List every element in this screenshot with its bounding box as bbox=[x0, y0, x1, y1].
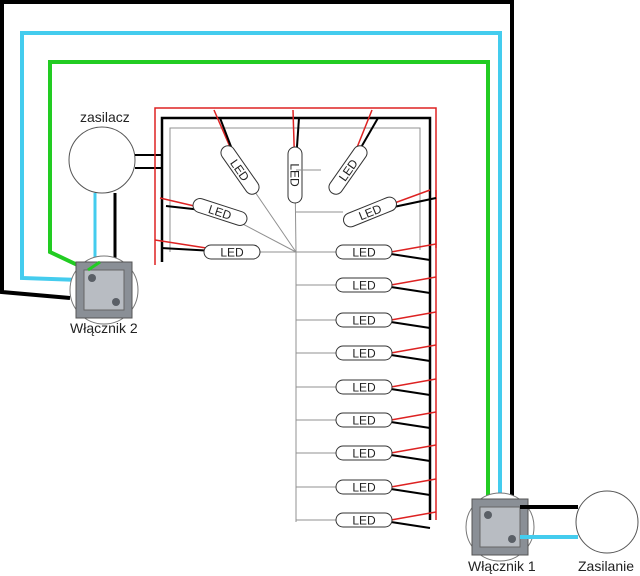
grey-frame bbox=[169, 127, 421, 252]
switch-2-screw-1 bbox=[88, 274, 96, 282]
led-body bbox=[335, 345, 393, 361]
led-wire-red bbox=[390, 411, 437, 421]
power-supply-label: zasilacz bbox=[80, 109, 130, 125]
power-supply-circle bbox=[68, 126, 136, 194]
led-body bbox=[335, 312, 393, 328]
switch-1-screw-1 bbox=[484, 511, 492, 519]
led-label: LED bbox=[352, 481, 376, 495]
led-8: LED bbox=[296, 276, 437, 294]
led-frame bbox=[154, 107, 437, 522]
led-wire-red bbox=[390, 243, 437, 253]
led-capsule: LED bbox=[343, 196, 397, 228]
led-label: LED bbox=[288, 163, 302, 187]
led-1: LED bbox=[154, 239, 296, 260]
switch-2-green-link bbox=[87, 260, 101, 272]
led-body bbox=[328, 145, 368, 195]
led-label: LED bbox=[207, 202, 234, 223]
led-wire-red bbox=[390, 311, 437, 321]
led-wire-red bbox=[390, 478, 437, 488]
switch-1[interactable]: Włącznik 1 bbox=[465, 492, 536, 574]
led-wire-black bbox=[390, 286, 431, 294]
led-body bbox=[335, 379, 393, 395]
led-9: LED bbox=[296, 311, 437, 329]
led-wire-red bbox=[390, 511, 437, 521]
led-body bbox=[335, 445, 393, 461]
led-15: LED bbox=[296, 511, 437, 529]
led-body bbox=[335, 512, 393, 528]
led-wire-black bbox=[390, 521, 431, 529]
led-body bbox=[220, 145, 260, 195]
mains-circle bbox=[575, 490, 639, 554]
led-10: LED bbox=[296, 344, 437, 362]
switch-1-screw-2 bbox=[508, 535, 516, 543]
led-capsule: LED bbox=[220, 145, 260, 195]
led-body bbox=[287, 146, 303, 204]
led-capsule: LED bbox=[203, 244, 261, 260]
led-capsule: LED bbox=[287, 146, 303, 204]
led-wire-black bbox=[390, 321, 431, 329]
led-capsule: LED bbox=[335, 345, 393, 361]
led-5: LED bbox=[296, 109, 379, 195]
switch-1-label: Włącznik 1 bbox=[468, 558, 536, 574]
led-wire-red bbox=[390, 276, 437, 286]
led-wire-black bbox=[390, 421, 431, 429]
led-wire-red bbox=[390, 378, 437, 388]
led-capsule: LED bbox=[192, 198, 248, 226]
led-7: LED bbox=[296, 243, 437, 261]
led-body bbox=[343, 196, 397, 228]
led-4: LED bbox=[287, 109, 303, 253]
led-capsule: LED bbox=[335, 479, 393, 495]
led-wire-black bbox=[390, 388, 431, 396]
led-capsule: LED bbox=[335, 445, 393, 461]
led-label: LED bbox=[352, 279, 376, 293]
switch-2-screw-2 bbox=[112, 298, 120, 306]
led-wire-black bbox=[390, 488, 431, 496]
red-frame bbox=[154, 107, 437, 265]
led-label: LED bbox=[220, 246, 244, 260]
led-body bbox=[335, 479, 393, 495]
led-body bbox=[335, 277, 393, 293]
led-capsule: LED bbox=[335, 277, 393, 293]
led-wire-red bbox=[390, 344, 437, 354]
led-body bbox=[203, 244, 261, 260]
switch-2-label: Włącznik 2 bbox=[70, 320, 138, 336]
mains-label: Zasilanie bbox=[578, 558, 634, 574]
led-label: LED bbox=[352, 414, 376, 428]
green-wire bbox=[48, 60, 490, 505]
led-wire-red bbox=[390, 444, 437, 454]
led-11: LED bbox=[296, 378, 437, 396]
led-3: LED bbox=[213, 109, 297, 253]
led-14: LED bbox=[296, 478, 437, 496]
led-body bbox=[192, 198, 248, 226]
led-capsule: LED bbox=[335, 412, 393, 428]
led-label: LED bbox=[352, 381, 376, 395]
mains-supply: Zasilanie bbox=[520, 490, 639, 574]
led-12: LED bbox=[296, 411, 437, 429]
led-capsule: LED bbox=[335, 379, 393, 395]
led-capsule: LED bbox=[335, 244, 393, 260]
black-frame bbox=[160, 116, 432, 520]
switch-2[interactable]: Włącznik 2 bbox=[69, 255, 139, 336]
led-body bbox=[335, 244, 393, 260]
led-label: LED bbox=[352, 246, 376, 260]
led-wire-black bbox=[390, 253, 431, 261]
led-capsule: LED bbox=[335, 312, 393, 328]
led-capsule: LED bbox=[328, 145, 368, 195]
led-wire-black bbox=[390, 454, 431, 462]
led-2: LED bbox=[159, 197, 297, 253]
power-supply: zasilacz bbox=[68, 109, 162, 262]
led-wire-black bbox=[390, 354, 431, 362]
led-label: LED bbox=[352, 347, 376, 361]
led-13: LED bbox=[296, 444, 437, 462]
led-capsule: LED bbox=[335, 512, 393, 528]
led-body bbox=[335, 412, 393, 428]
led-label: LED bbox=[352, 514, 376, 528]
led-label: LED bbox=[352, 314, 376, 328]
led-6: LED bbox=[296, 189, 437, 228]
led-label: LED bbox=[352, 447, 376, 461]
